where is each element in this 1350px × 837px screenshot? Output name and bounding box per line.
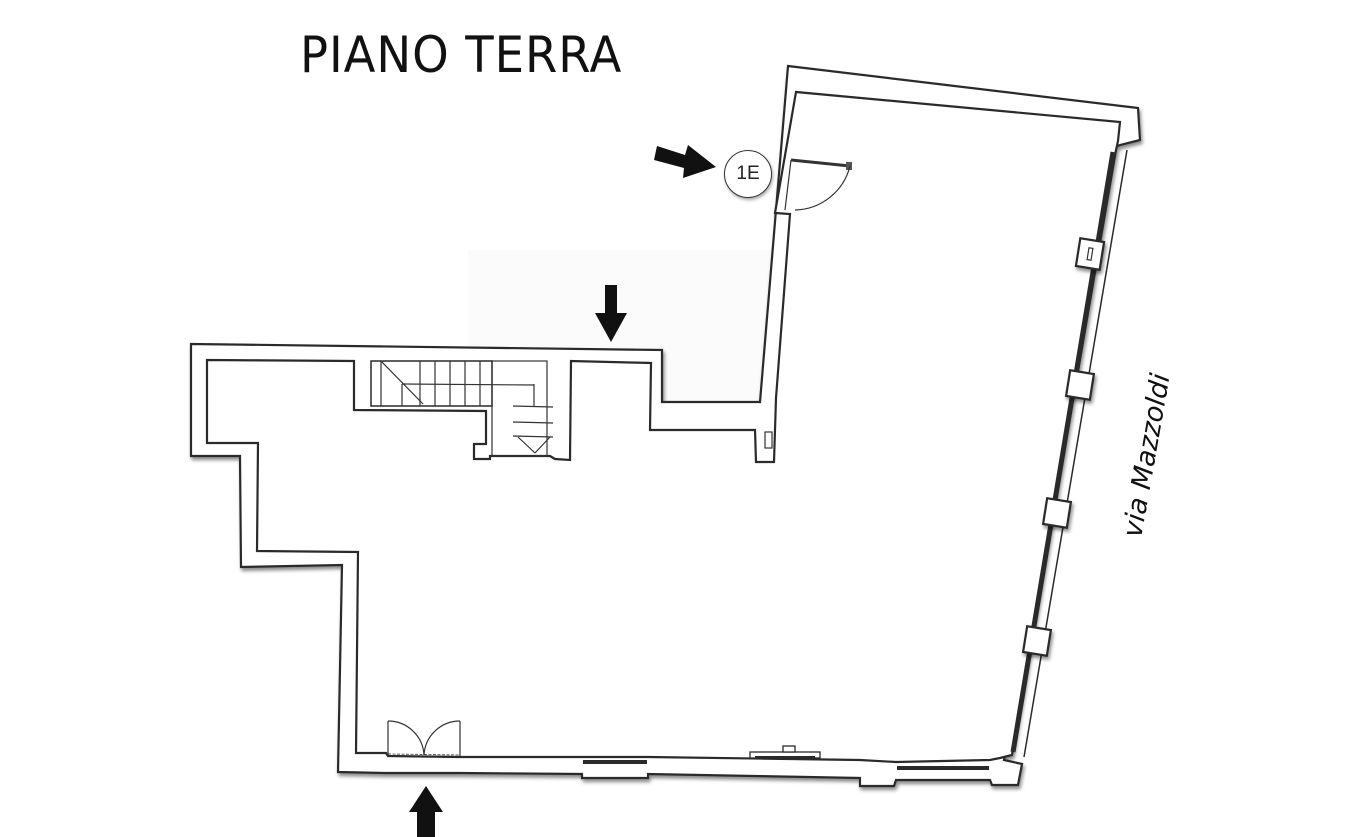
outer-walls xyxy=(189,64,1142,788)
bottom-wall-windows xyxy=(583,745,989,770)
pillar xyxy=(764,431,773,449)
unit-pointer-arrow xyxy=(654,145,716,178)
double-swing-door[interactable] xyxy=(387,720,461,756)
plan-title: PIANO TERRA xyxy=(300,26,623,84)
staircase xyxy=(370,360,554,457)
single-swing-door[interactable] xyxy=(784,158,852,211)
bottom-entrance-arrow xyxy=(409,786,443,837)
top-entrance-arrow xyxy=(595,285,627,342)
unit-label-badge: 1E xyxy=(724,150,772,198)
right-wall-windows xyxy=(1010,149,1128,758)
